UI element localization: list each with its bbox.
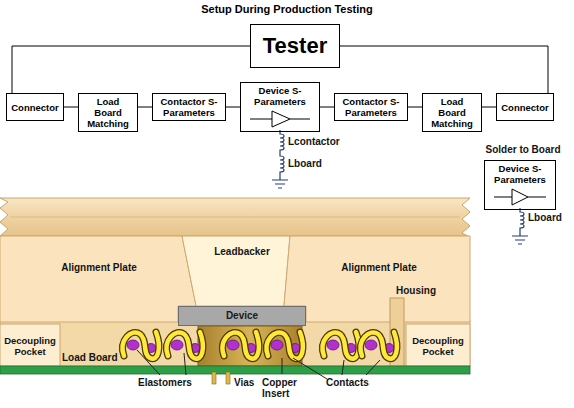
alignment-plate [284,236,470,322]
amplifier-symbol [272,111,290,127]
leader-line [282,358,283,374]
tester-box: Tester [250,24,340,68]
part-label: Decoupling Pocket [408,335,468,357]
part-label: Housing [396,285,452,296]
block-box: Contactor S-Parameters [334,93,408,121]
box-label: Device S-Parameters [488,163,552,185]
contact [323,332,359,359]
leader-line [293,358,380,379]
device-box: Device S-Parameters [240,82,320,132]
inductor-symbol [280,130,284,180]
part-label: Load Board [62,352,120,363]
decoupling-pocket [406,324,470,366]
ground-symbol [512,236,528,244]
inductor-label: Lcontactor [288,136,360,147]
top-plate [0,198,470,236]
part-label: Alignment Plate [324,262,434,273]
device-box: Device S-Parameters [484,160,556,210]
box-label: Contactor S-Parameters [338,96,404,118]
block-box: Contactor S-Parameters [152,93,226,121]
via [226,372,230,384]
diagram-title: Setup During Production Testing [0,3,574,16]
contact [361,332,397,359]
part-label: Elastomers [138,377,204,388]
leader-line [137,350,186,375]
device-package: Device [178,306,306,326]
alignment-plate [0,236,196,322]
section-label: Solder to Board [474,144,572,155]
contact [167,332,203,359]
box-label: Device S-Parameters [244,85,316,107]
signal-line [138,107,152,108]
box-label: Device [226,310,258,322]
contact [223,332,259,359]
box-label: Load Board Matching [82,96,134,129]
ground-symbol [272,180,288,188]
copper-insert [198,326,302,366]
inductor-label: Lboard [528,212,572,223]
inductor-label: Lboard [288,158,338,169]
decoupling-pocket [0,324,60,366]
signal-line [226,107,240,108]
signal-line [320,107,334,108]
part-label: Decoupling Pocket [1,335,59,357]
contact [267,332,303,359]
part-label: Leadbacker [196,246,288,257]
top-plate-detail [10,217,460,218]
signal-line [340,46,548,93]
inductor-symbol [520,208,524,236]
load-board [0,366,470,374]
block-box: Connector [496,93,554,121]
part-label: Contacts [326,377,382,388]
block-box: Connector [6,93,64,121]
signal-line [482,107,496,108]
box-label: Contactor S-Parameters [156,96,222,118]
block-box: Load Board Matching [422,93,482,132]
amplifier-symbol [512,189,528,205]
signal-line [408,107,422,108]
box-label: Connector [501,102,549,113]
leadbacker [182,236,290,306]
box-label: Load Board Matching [426,96,478,129]
block-box: Load Board Matching [78,93,138,132]
box-label: Tester [263,34,327,58]
box-label: Connector [11,102,59,113]
part-label: Alignment Plate [44,262,154,273]
via [212,372,216,384]
part-label: Copper Insert [262,377,306,399]
part-label: Vias [234,377,260,388]
signal-line [64,107,78,108]
signal-line [12,46,250,93]
